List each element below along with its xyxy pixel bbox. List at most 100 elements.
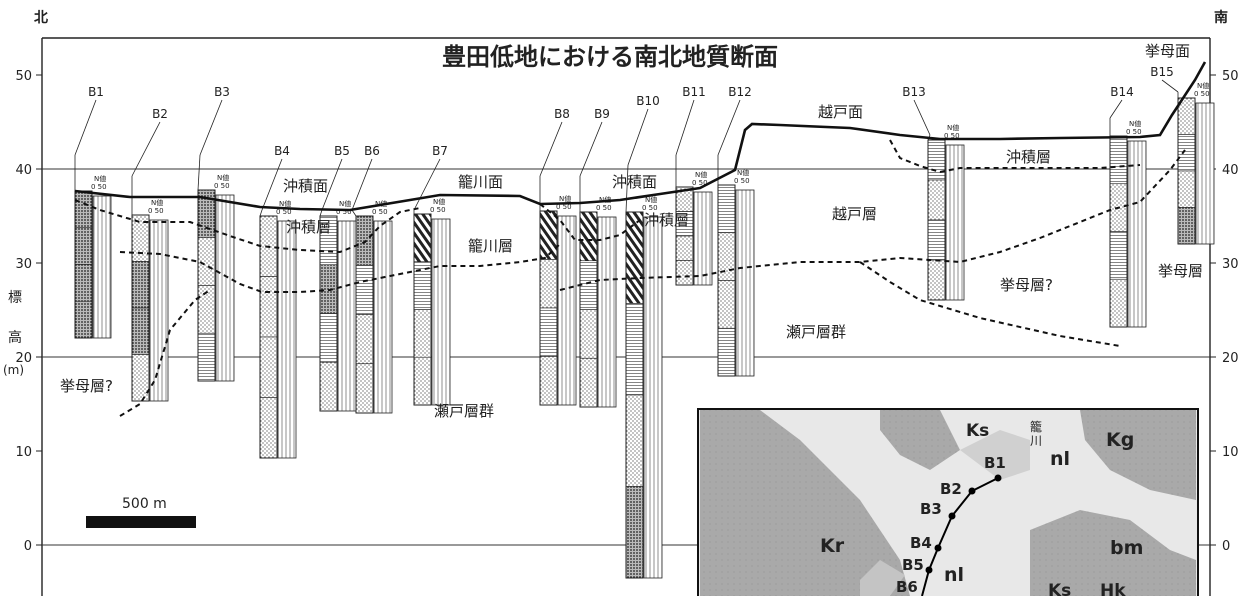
axis-ticks (36, 74, 1216, 546)
borehole-layer (355, 363, 374, 414)
n-value-title: N値 (279, 199, 291, 208)
borehole-label: B5 (334, 144, 350, 158)
n-value-scale: 0 50 (214, 182, 230, 190)
tick-label: 30 (15, 257, 32, 272)
map-point-label: B5 (902, 556, 924, 574)
borehole-leader (199, 99, 223, 156)
n-value-scale: 0 50 (692, 179, 708, 187)
borehole-layer (74, 190, 93, 229)
figure-title: 豊田低地における南北地質断面 (442, 43, 778, 71)
borehole-label: B14 (1110, 85, 1134, 99)
scale-bar: 500 m (86, 496, 196, 528)
ground-surface-line (74, 61, 1207, 212)
tick-label: 30 (1222, 257, 1239, 272)
stratum-label: 挙母層 (1158, 262, 1203, 280)
borehole-layer (625, 303, 644, 396)
n-value-scale: 0 50 (276, 208, 292, 216)
borehole-label: B4 (274, 144, 290, 158)
map-unit: Hk (1100, 581, 1126, 596)
map-point (968, 487, 976, 495)
map-point-label: B1 (984, 454, 1006, 472)
borehole-label: B15 (1150, 65, 1174, 79)
borehole-leader (351, 209, 357, 217)
map-point (925, 566, 933, 574)
n-value-title: N値 (94, 174, 106, 183)
borehole-layer (1109, 278, 1128, 328)
borehole-layer (131, 261, 150, 309)
n-value-log (92, 195, 112, 339)
map-unit: Ks (1048, 581, 1071, 596)
borehole-layer (259, 276, 278, 338)
borehole-label: B8 (554, 107, 570, 121)
n-value-title: N値 (947, 123, 959, 132)
borehole-leader (197, 154, 201, 191)
borehole-label: B10 (636, 94, 660, 108)
map-point (948, 512, 956, 520)
stratum-label: 籠川層 (468, 237, 513, 255)
tick-label: 40 (15, 163, 32, 178)
n-value-title: N値 (645, 195, 657, 204)
stratum-label: 挙母層? (60, 377, 113, 395)
borehole-column (625, 211, 644, 579)
n-value-title: N値 (599, 195, 611, 204)
map-point (934, 544, 942, 552)
n-value-title: N値 (151, 198, 163, 207)
n-value-log (557, 215, 577, 406)
borehole-layer (319, 313, 338, 363)
borehole-leader (717, 99, 741, 156)
stratum-label: 瀬戸層群 (786, 323, 846, 341)
surface-label: 挙母面 (1145, 42, 1190, 60)
n-value-scale: 0 50 (372, 208, 388, 216)
borehole-layer (413, 356, 432, 406)
n-value-log (597, 216, 617, 408)
map-unit: Kr (820, 535, 845, 557)
south-label: 南 (1214, 9, 1228, 26)
borehole-leader (627, 108, 649, 166)
borehole-layer (319, 361, 338, 412)
n-value-log (643, 216, 663, 579)
borehole-column (927, 139, 946, 301)
axis-label-char: 高 (8, 329, 22, 346)
borehole-layer (1177, 134, 1196, 172)
borehole-leader (675, 99, 695, 156)
borehole-layer (625, 486, 644, 579)
n-value-scale: 0 50 (336, 208, 352, 216)
borehole-layer (625, 394, 644, 487)
tick-label: 0 (24, 539, 32, 554)
borehole-layer (675, 260, 694, 286)
borehole-layer (579, 309, 598, 359)
borehole-layer (74, 300, 93, 339)
tick-label: 20 (15, 351, 32, 366)
borehole-column (675, 186, 694, 286)
borehole-layer (539, 307, 558, 357)
stratum-label: 沖積層 (644, 211, 689, 229)
borehole-leader (259, 209, 263, 217)
borehole-leader (74, 99, 97, 156)
borehole-label: B11 (682, 85, 706, 99)
n-value-scale: 0 50 (596, 204, 612, 212)
n-value-log (373, 220, 393, 414)
n-value-log (277, 220, 297, 459)
n-value-scale: 0 50 (1126, 128, 1142, 136)
map-unit: nl (944, 564, 964, 586)
tick-labels-right: 50 40 30 20 10 0 (1222, 69, 1239, 554)
map-unit: nl (1050, 448, 1070, 470)
borehole-column (579, 211, 598, 408)
borehole-layer (927, 259, 946, 301)
borehole-column (319, 215, 338, 412)
borehole-layer (717, 232, 736, 281)
borehole-label: B2 (152, 107, 168, 121)
n-value-title: N値 (737, 168, 749, 177)
borehole-layer (74, 227, 93, 265)
n-value-scale: 0 50 (944, 132, 960, 140)
n-value-title: N値 (339, 199, 351, 208)
n-value-log (149, 219, 169, 402)
